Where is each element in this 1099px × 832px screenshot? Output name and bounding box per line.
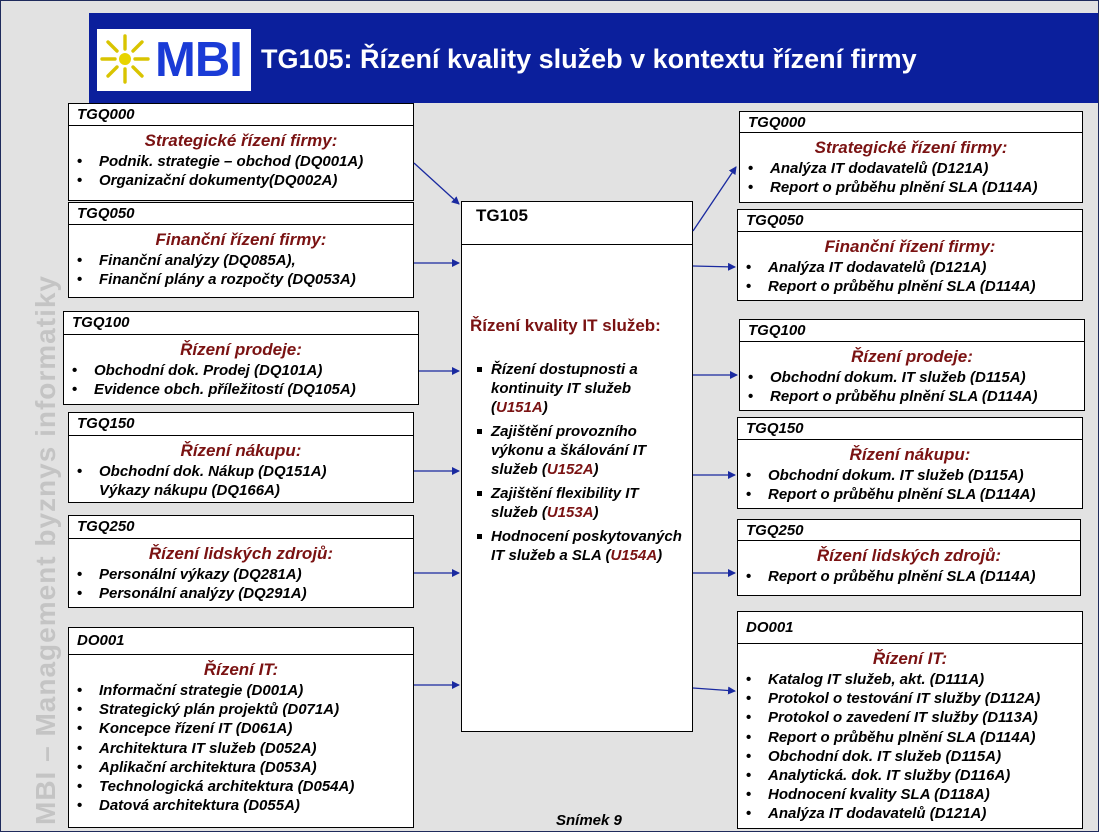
arrow <box>692 686 736 695</box>
box-title: Řízení nákupu: <box>180 441 302 460</box>
left-tag-tgq150: TGQ150 <box>68 412 414 436</box>
list-item: Strategický plán projektů (D071A) <box>77 700 413 719</box>
logo-text: MBI <box>155 33 243 87</box>
list-item: Obchodní dokum. IT služeb (D115A) <box>748 368 1084 387</box>
box-title: Řízení IT: <box>872 649 948 668</box>
right-box-do001: Řízení IT: Katalog IT služeb, akt. (D111… <box>737 643 1083 829</box>
arrow <box>692 166 737 232</box>
right-box-tgq250: Řízení lidských zdrojů: Report o průběhu… <box>737 540 1081 596</box>
left-box-do001: Řízení IT: Informační strategie (D001A) … <box>68 654 414 828</box>
arrow <box>692 262 736 271</box>
list-item: Protokol o testování IT služby (D112A) <box>746 689 1082 708</box>
box-title: Řízení prodeje: <box>180 340 302 359</box>
list-item: Report o průběhu plnění SLA (D114A) <box>748 387 1084 406</box>
box-title: Řízení IT: <box>203 660 279 679</box>
right-tag-tgq050: TGQ050 <box>737 209 1083 232</box>
list-item: Personální výkazy (DQ281A) <box>77 565 413 584</box>
right-box-tgq150: Řízení nákupu: Obchodní dokum. IT služeb… <box>737 439 1083 509</box>
center-heading: Řízení kvality IT služeb: <box>470 316 661 335</box>
center-box <box>461 244 693 732</box>
right-box-tgq100: Řízení prodeje: Obchodní dokum. IT služe… <box>739 341 1085 411</box>
mbi-logo: MBI <box>97 29 251 91</box>
left-tag-tgq250: TGQ250 <box>68 515 414 539</box>
box-title: Finanční řízení firmy: <box>155 230 327 249</box>
left-box-tgq250: Řízení lidských zdrojů: Personální výkaz… <box>68 538 414 608</box>
list-item: Analytická. dok. IT služby (D116A) <box>746 766 1082 785</box>
list-item: Katalog IT služeb, akt. (D111A) <box>746 670 1082 689</box>
left-tag-do001: DO001 <box>68 627 414 655</box>
arrow <box>413 162 460 205</box>
list-item: Obchodní dokum. IT služeb (D115A) <box>746 466 1082 485</box>
list-item: Analýza IT dodavatelů (D121A) <box>746 804 1082 823</box>
list-item: Obchodní dok. IT služeb (D115A) <box>746 747 1082 766</box>
list-item: Obchodní dok. Nákup (DQ151A) <box>77 462 413 481</box>
list-item: Report o průběhu plnění SLA (D114A) <box>746 277 1082 296</box>
box-title: Strategické řízení firmy: <box>814 138 1008 157</box>
sun-logo-icon <box>100 34 150 84</box>
list-item: Analýza IT dodavatelů (D121A) <box>746 258 1082 277</box>
list-item: Zajištění provozního výkonu a škálování … <box>477 422 687 479</box>
list-item: Report o průběhu plnění SLA (D114A) <box>746 728 1082 747</box>
list-item: Datová architektura (D055A) <box>77 796 413 815</box>
list-item: Aplikační architektura (D053A) <box>77 758 413 777</box>
left-box-tgq100: Řízení prodeje: Obchodní dok. Prodej (DQ… <box>63 334 419 405</box>
list-item: Podnik. strategie – obchod (DQ001A) <box>77 152 413 171</box>
right-box-tgq000: Strategické řízení firmy: Analýza IT dod… <box>739 132 1083 203</box>
box-title: Strategické řízení firmy: <box>144 131 338 150</box>
list-item: Hodnocení kvality SLA (D118A) <box>746 785 1082 804</box>
list-item: Report o průběhu plnění SLA (D114A) <box>746 567 1080 586</box>
box-title: Řízení prodeje: <box>851 347 973 366</box>
list-item: Finanční plány a rozpočty (DQ053A) <box>77 270 413 289</box>
list-item: Řízení dostupnosti a kontinuity IT služe… <box>477 360 687 417</box>
left-box-tgq150: Řízení nákupu: Obchodní dok. Nákup (DQ15… <box>68 435 414 503</box>
list-item: Finanční analýzy (DQ085A), <box>77 251 413 270</box>
center-list: Řízení dostupnosti a kontinuity IT služe… <box>477 360 687 570</box>
list-item: Personální analýzy (DQ291A) <box>77 584 413 603</box>
slide-number: Snímek 9 <box>556 812 622 829</box>
right-tag-tgq250: TGQ250 <box>737 519 1081 541</box>
list-item: Protokol o zavedení IT služby (D113A) <box>746 708 1082 727</box>
slide-title: TG105: Řízení kvality služeb v kontextu … <box>261 44 917 74</box>
list-item: Architektura IT služeb (D052A) <box>77 739 413 758</box>
list-item: Technologická architektura (D054A) <box>77 777 413 796</box>
left-box-tgq050: Finanční řízení firmy: Finanční analýzy … <box>68 224 414 298</box>
title-bar <box>89 13 1098 103</box>
list-item: Informační strategie (D001A) <box>77 681 413 700</box>
center-tag-tg105: TG105 <box>461 201 693 245</box>
box-title: Řízení lidských zdrojů: <box>148 544 334 563</box>
right-box-tgq050: Finanční řízení firmy: Analýza IT dodava… <box>737 231 1083 301</box>
list-item: Organizační dokumenty(DQ002A) <box>77 171 413 190</box>
list-item: Hodnocení poskytovaných IT služeb a SLA … <box>477 527 687 565</box>
list-item: Report o průběhu plnění SLA (D114A) <box>746 485 1082 504</box>
left-box-tgq000: Strategické řízení firmy: Podnik. strate… <box>68 125 414 201</box>
list-item: Obchodní dok. Prodej (DQ101A) <box>72 361 418 380</box>
right-tag-do001: DO001 <box>737 611 1083 644</box>
list-item: Koncepce řízení IT (D061A) <box>77 719 413 738</box>
list-item: Report o průběhu plnění SLA (D114A) <box>748 178 1082 197</box>
box-title: Řízení nákupu: <box>849 445 971 464</box>
list-item: Evidence obch. příležitostí (DQ105A) <box>72 380 418 399</box>
list-item: Výkazy nákupu (DQ166A) <box>99 482 280 500</box>
list-item: Zajištění flexibility IT služeb (U153A) <box>477 484 687 522</box>
box-title: Finanční řízení firmy: <box>824 237 996 256</box>
left-tag-tgq100: TGQ100 <box>63 311 419 335</box>
list-item: Analýza IT dodavatelů (D121A) <box>748 159 1082 178</box>
box-title: Řízení lidských zdrojů: <box>816 546 1002 565</box>
